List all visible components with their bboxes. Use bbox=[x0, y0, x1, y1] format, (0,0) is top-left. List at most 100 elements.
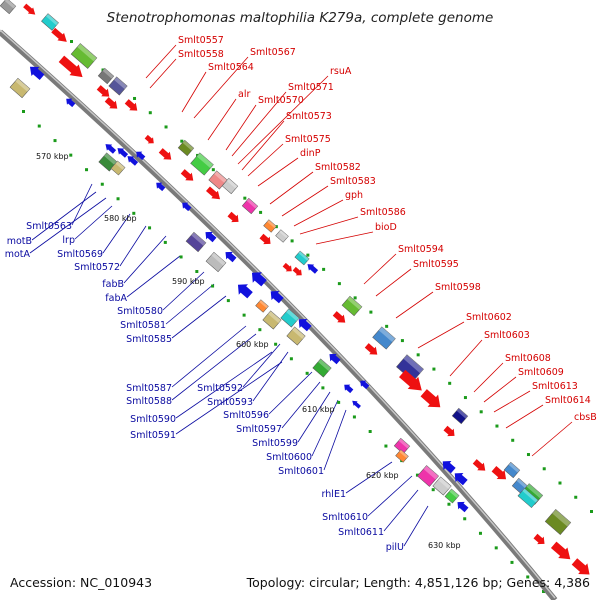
forward-gene-arrow bbox=[23, 3, 36, 15]
scale-dot bbox=[179, 255, 183, 259]
leader-line bbox=[281, 381, 321, 429]
scale-dot bbox=[85, 168, 89, 172]
forward-gene-label: Smlt0608 bbox=[505, 353, 551, 364]
scale-dot bbox=[352, 415, 356, 419]
scale-dot bbox=[211, 284, 215, 288]
scale-tick-label: 610 kbp bbox=[302, 405, 335, 414]
forward-gene-arrow bbox=[51, 27, 67, 42]
forward-gene-arrow bbox=[104, 97, 118, 109]
forward-gene-label: Smlt0614 bbox=[545, 395, 591, 406]
reverse-gene-label: fabB bbox=[102, 279, 124, 290]
forward-gene-label: Smlt0583 bbox=[330, 176, 376, 187]
reverse-gene-label: Smlt0569 bbox=[57, 249, 103, 260]
leader-line bbox=[252, 351, 289, 402]
scale-dot bbox=[195, 270, 199, 273]
scale-dot bbox=[385, 324, 389, 328]
reverse-gene-label: lrp bbox=[62, 235, 75, 246]
leader-line bbox=[395, 291, 434, 319]
reverse-gene-label: pilU bbox=[386, 542, 404, 553]
leader-line bbox=[257, 157, 299, 187]
scale-dot bbox=[148, 226, 152, 230]
leader-line bbox=[297, 391, 331, 443]
gene-box bbox=[9, 77, 31, 99]
gene-labels: Smlt0557Smlt0558Smlt0564Smlt0567alrSmlt0… bbox=[5, 35, 597, 553]
scale-dot bbox=[574, 495, 578, 499]
gene-box bbox=[517, 487, 539, 509]
reverse-gene-label: Smlt0597 bbox=[236, 424, 282, 435]
genome-backbone-highlight bbox=[0, 29, 556, 599]
gene-box bbox=[263, 219, 277, 233]
reverse-gene-label: Smlt0599 bbox=[252, 438, 298, 449]
reverse-gene-label: Smlt0600 bbox=[266, 452, 312, 463]
scale-dot bbox=[132, 211, 136, 215]
leader-lines bbox=[29, 44, 573, 547]
gene-box bbox=[396, 354, 424, 382]
scale-dot bbox=[558, 481, 562, 485]
reverse-gene-label: Smlt0591 bbox=[130, 430, 176, 441]
leader-line bbox=[531, 421, 573, 457]
scale-dot bbox=[22, 110, 25, 113]
accession-label: Accession: NC_010943 bbox=[10, 575, 152, 590]
reverse-gene-arrow bbox=[307, 264, 319, 274]
forward-gene-arrow bbox=[158, 148, 172, 160]
scale-dot bbox=[289, 357, 293, 361]
leader-line bbox=[281, 185, 329, 217]
scale-dot bbox=[384, 444, 388, 448]
scale-tick-label: 590 kbp bbox=[172, 277, 205, 286]
reverse-gene-arrow bbox=[105, 144, 117, 154]
scale-dot bbox=[526, 453, 530, 457]
leader-line bbox=[311, 399, 339, 457]
reverse-gene-label: rhlE1 bbox=[322, 489, 346, 500]
reverse-gene-arrow bbox=[182, 202, 192, 212]
reverse-gene-arrow bbox=[136, 151, 146, 161]
leader-line bbox=[403, 505, 429, 547]
forward-gene-arrow bbox=[571, 558, 590, 575]
gene-box bbox=[275, 229, 289, 243]
reverse-gene-arrow bbox=[66, 98, 76, 108]
leader-line bbox=[193, 56, 249, 119]
reverse-gene-label: Smlt0587 bbox=[126, 383, 172, 394]
scale-dot bbox=[133, 96, 137, 100]
forward-gene-label: alr bbox=[238, 89, 250, 100]
scale-dot bbox=[69, 153, 73, 157]
reverse-gene-label: Smlt0592 bbox=[197, 383, 243, 394]
scale-dot bbox=[526, 575, 530, 579]
gene-box bbox=[41, 13, 59, 31]
leader-line bbox=[231, 91, 287, 157]
scale-dot bbox=[164, 125, 168, 129]
forward-gene-arrow bbox=[282, 262, 292, 272]
scale-dot bbox=[258, 328, 262, 332]
leader-line bbox=[225, 104, 257, 151]
forward-gene-label: Smlt0582 bbox=[315, 162, 361, 173]
leader-line bbox=[293, 199, 344, 227]
forward-gene-label: cbsB bbox=[574, 412, 597, 423]
forward-gene-label: Smlt0567 bbox=[250, 47, 296, 58]
gene-box bbox=[70, 43, 98, 69]
forward-gene-label: Smlt0571 bbox=[288, 82, 334, 93]
forward-gene-arrow bbox=[443, 425, 455, 437]
scale-tick-label: 620 kbp bbox=[366, 471, 399, 480]
gene-box bbox=[451, 407, 469, 425]
leader-line bbox=[375, 268, 412, 297]
reverse-gene-arrow bbox=[225, 251, 237, 263]
gene-box bbox=[110, 160, 126, 176]
gene-box bbox=[417, 465, 439, 487]
forward-gene-arrow bbox=[96, 85, 110, 97]
gene-box bbox=[221, 177, 239, 195]
forward-gene-label: Smlt0609 bbox=[518, 367, 564, 378]
reverse-gene-label: Smlt0611 bbox=[338, 527, 384, 538]
scale-dot bbox=[148, 111, 152, 115]
reverse-gene-label: Smlt0572 bbox=[74, 262, 120, 273]
forward-gene-label: Smlt0595 bbox=[413, 259, 459, 270]
scale-dot bbox=[369, 310, 373, 314]
leader-line bbox=[268, 371, 313, 415]
scale-dot bbox=[542, 467, 546, 471]
gene-box bbox=[341, 295, 363, 317]
scale-dot bbox=[368, 430, 372, 433]
leader-line bbox=[483, 376, 517, 403]
gene-box bbox=[241, 197, 259, 215]
gene-box bbox=[395, 449, 409, 463]
reverse-gene-label: fabA bbox=[105, 293, 127, 304]
leader-line bbox=[505, 404, 544, 429]
